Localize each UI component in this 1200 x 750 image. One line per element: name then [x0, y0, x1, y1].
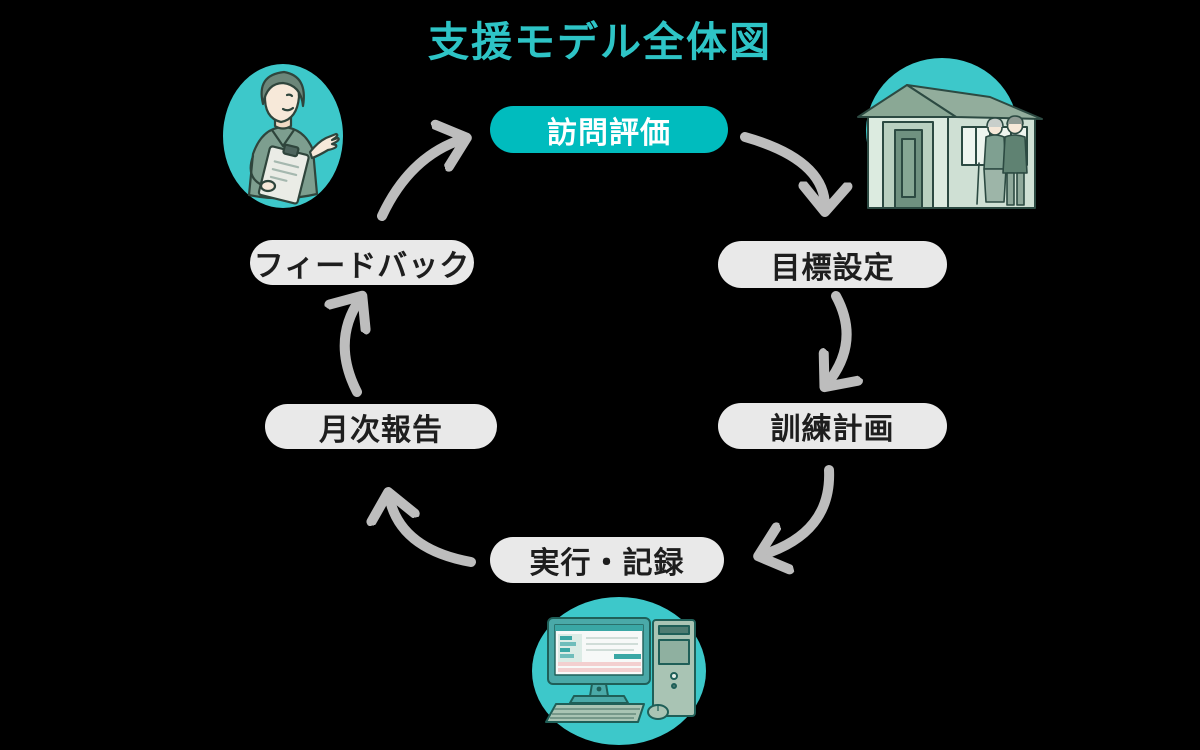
node-training-plan-label: 訓練計画 [770, 413, 895, 446]
node-visit-evaluation-label: 訪問評価 [547, 116, 671, 150]
node-execute-record: 実行・記録 [490, 537, 724, 583]
arrow-goal-to-plan [827, 291, 847, 384]
node-feedback-label: フィードバック [253, 249, 471, 283]
node-training-plan: 訓練計画 [718, 403, 947, 449]
diagram-title: 支援モデル全体図 [428, 19, 772, 65]
arrow-visit-to-goal [740, 132, 825, 208]
node-execute-record-label: 実行・記録 [529, 547, 685, 580]
therapist-with-clipboard-icon [223, 64, 343, 208]
arrow-plan-to-record [762, 465, 835, 555]
desktop-computer-icon [532, 597, 706, 745]
node-monthly-report: 月次報告 [265, 404, 497, 449]
node-goal-setting: 目標設定 [718, 241, 947, 288]
node-visit-evaluation: 訪問評価 [490, 106, 728, 153]
arrow-monthly-to-feedback [345, 299, 360, 397]
node-goal-setting-label: 目標設定 [770, 251, 895, 285]
arrow-record-to-monthly [389, 496, 476, 567]
arrow-feedback-to-visit [377, 139, 463, 221]
house-with-elderly-couple-icon [857, 58, 1043, 209]
node-monthly-report-label: 月次報告 [319, 413, 443, 447]
node-feedback: フィードバック [250, 240, 474, 285]
